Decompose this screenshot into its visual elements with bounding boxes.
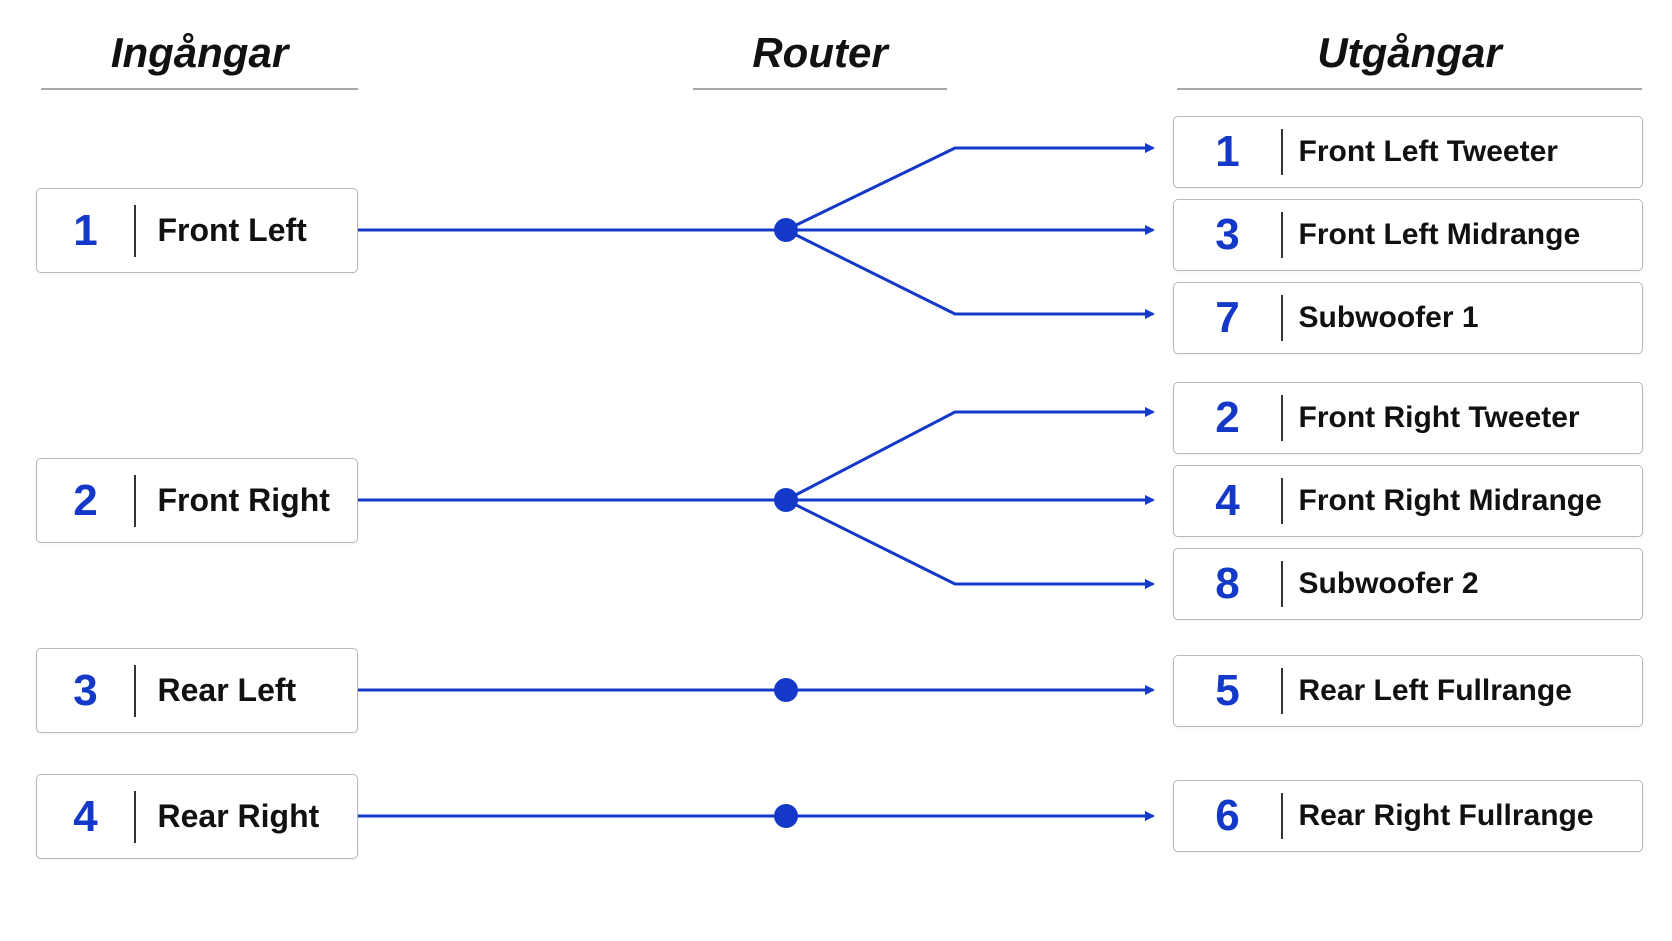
router-node — [774, 488, 798, 512]
output-label: Front Left Tweeter — [1298, 135, 1558, 168]
output-box-subwoofer-1[interactable]: 7 Subwoofer 1 — [1173, 282, 1643, 354]
router-node — [774, 678, 798, 702]
input-box-front-right[interactable]: 2 Front Right — [36, 458, 358, 543]
input-box-rear-right[interactable]: 4 Rear Right — [36, 774, 358, 859]
route-arrow — [785, 143, 1155, 232]
output-number: 4 — [1215, 476, 1240, 525]
output-number: 3 — [1215, 210, 1240, 259]
route-arrow — [785, 498, 1155, 589]
output-box-rear-left-fullrange[interactable]: 5 Rear Left Fullrange — [1173, 655, 1643, 727]
input-number: 2 — [73, 475, 98, 525]
divider — [134, 474, 136, 527]
output-number: 1 — [1215, 127, 1240, 176]
divider — [1281, 793, 1283, 839]
output-number: 7 — [1215, 293, 1240, 342]
input-label: Front Right — [157, 482, 330, 518]
output-label: Subwoofer 2 — [1298, 567, 1479, 600]
input-label: Front Left — [157, 212, 307, 248]
divider — [134, 664, 136, 717]
output-label: Rear Right Fullrange — [1298, 799, 1594, 832]
router-heading: Router — [693, 28, 947, 90]
output-box-front-left-midrange[interactable]: 3 Front Left Midrange — [1173, 199, 1643, 271]
router-node — [774, 218, 798, 242]
output-label: Subwoofer 1 — [1298, 301, 1479, 334]
input-number: 4 — [73, 791, 98, 841]
input-label: Rear Left — [157, 672, 297, 708]
divider — [1281, 561, 1283, 607]
divider — [1281, 668, 1283, 714]
output-number: 2 — [1215, 393, 1240, 442]
output-number: 6 — [1215, 791, 1240, 840]
output-label: Rear Left Fullrange — [1298, 674, 1572, 707]
output-label: Front Right Midrange — [1298, 484, 1602, 517]
inputs-heading: Ingångar — [41, 28, 358, 90]
route-arrow — [785, 407, 1155, 502]
output-box-front-right-tweeter[interactable]: 2 Front Right Tweeter — [1173, 382, 1643, 454]
outputs-heading: Utgångar — [1177, 28, 1642, 90]
input-box-front-left[interactable]: 1 Front Left — [36, 188, 358, 273]
divider — [1281, 212, 1283, 258]
router-node — [774, 804, 798, 828]
input-number: 3 — [73, 665, 98, 715]
output-number: 8 — [1215, 559, 1240, 608]
output-box-front-left-tweeter[interactable]: 1 Front Left Tweeter — [1173, 116, 1643, 188]
divider — [1281, 129, 1283, 175]
output-box-rear-right-fullrange[interactable]: 6 Rear Right Fullrange — [1173, 780, 1643, 852]
output-box-subwoofer-2[interactable]: 8 Subwoofer 2 — [1173, 548, 1643, 620]
divider — [1281, 478, 1283, 524]
input-box-rear-left[interactable]: 3 Rear Left — [36, 648, 358, 733]
input-number: 1 — [73, 205, 98, 255]
route-arrow — [785, 228, 1155, 319]
divider — [134, 204, 136, 257]
output-label: Front Left Midrange — [1298, 218, 1581, 251]
output-label: Front Right Tweeter — [1298, 401, 1580, 434]
divider — [1281, 295, 1283, 341]
input-label: Rear Right — [157, 798, 320, 834]
divider — [134, 790, 136, 843]
output-number: 5 — [1215, 666, 1240, 715]
divider — [1281, 395, 1283, 441]
output-box-front-right-midrange[interactable]: 4 Front Right Midrange — [1173, 465, 1643, 537]
